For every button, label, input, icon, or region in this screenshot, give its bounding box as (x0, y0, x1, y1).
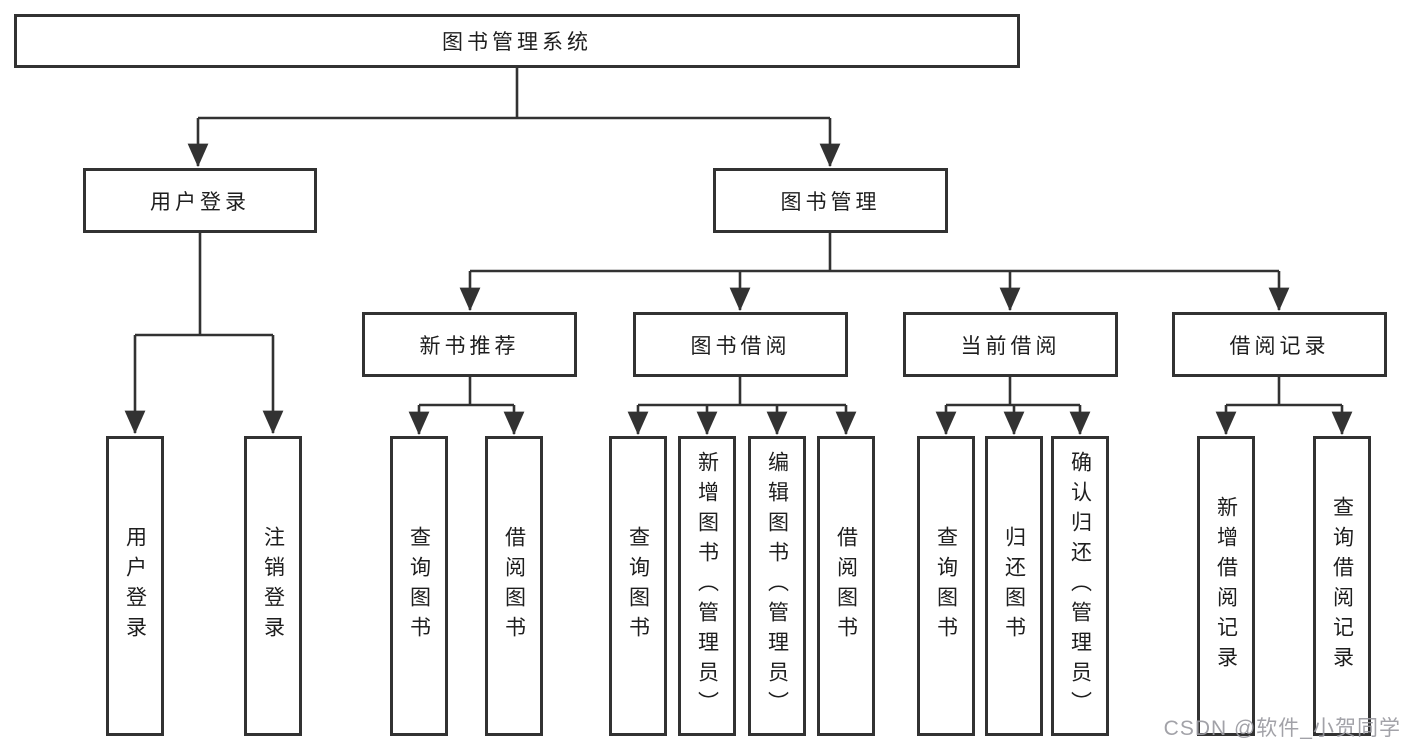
leaf-return-book: 归还图书 (985, 436, 1043, 736)
leaf-query-books-borrow: 查询图书 (609, 436, 667, 736)
node-user-login: 用户登录 (83, 168, 317, 233)
leaf-add-borrow-record: 新增借阅记录 (1197, 436, 1255, 736)
node-library-management-system: 图书管理系统 (14, 14, 1020, 68)
node-current-borrowing: 当前借阅 (903, 312, 1118, 377)
node-book-borrowing: 图书借阅 (633, 312, 848, 377)
leaf-user-login: 用户登录 (106, 436, 164, 736)
leaf-add-book-admin: 新增图书（管理员） (678, 436, 736, 736)
leaf-query-borrow-record: 查询借阅记录 (1313, 436, 1371, 736)
leaf-borrow-books-recommend: 借阅图书 (485, 436, 543, 736)
leaf-query-books-recommend: 查询图书 (390, 436, 448, 736)
leaf-confirm-return-admin: 确认归还（管理员） (1051, 436, 1109, 736)
leaf-edit-book-admin: 编辑图书（管理员） (748, 436, 806, 736)
leaf-logout: 注销登录 (244, 436, 302, 736)
node-new-book-recommend: 新书推荐 (362, 312, 577, 377)
node-borrowing-records: 借阅记录 (1172, 312, 1387, 377)
leaf-query-books-current: 查询图书 (917, 436, 975, 736)
node-book-management: 图书管理 (713, 168, 948, 233)
leaf-borrow-books: 借阅图书 (817, 436, 875, 736)
